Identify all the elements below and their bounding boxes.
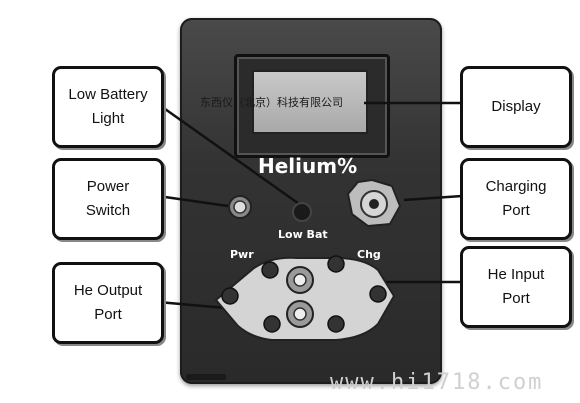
plate-screw bbox=[327, 315, 345, 333]
callout-line: Low Battery bbox=[68, 86, 148, 103]
callout-line: Power bbox=[86, 178, 130, 195]
callout-line: Port bbox=[502, 202, 530, 219]
pwr-label: Pwr bbox=[230, 248, 254, 261]
callout-line: He Output bbox=[73, 282, 143, 299]
low-battery-light bbox=[292, 202, 312, 222]
plate-screw bbox=[263, 315, 281, 333]
callout-charging-port: Charging Port bbox=[460, 158, 572, 240]
he-output-port bbox=[286, 300, 314, 328]
low-bat-label: Low Bat bbox=[278, 228, 328, 241]
callout-line: Port bbox=[502, 290, 530, 307]
plate-screw bbox=[261, 261, 279, 279]
callout-line: He Input bbox=[487, 266, 545, 283]
plate-screw bbox=[327, 255, 345, 273]
plate-screw bbox=[369, 285, 387, 303]
callout-line: Switch bbox=[85, 202, 131, 219]
callout-line: Port bbox=[94, 306, 122, 323]
leader-power-switch bbox=[157, 194, 229, 208]
callout-low-battery-light: Low Battery Light bbox=[52, 66, 164, 148]
callout-display: Display bbox=[460, 66, 572, 148]
device-foot bbox=[186, 374, 226, 380]
callout-line: Display bbox=[491, 98, 541, 115]
plate-screw bbox=[221, 287, 239, 305]
device-brand-label: Helium% bbox=[258, 154, 358, 178]
charging-port bbox=[346, 178, 402, 228]
callout-line: Charging bbox=[485, 178, 547, 195]
power-switch-knob bbox=[228, 195, 252, 219]
company-overlay-text: 东西仪（北京）科技有限公司 bbox=[200, 96, 343, 109]
he-input-port bbox=[286, 266, 314, 294]
site-watermark: www.hi1718.com bbox=[330, 370, 544, 395]
callout-he-input-port: He Input Port bbox=[460, 246, 572, 328]
callout-he-output-port: He Output Port bbox=[52, 262, 164, 344]
lcd-display bbox=[252, 70, 368, 134]
callout-line: Light bbox=[91, 110, 125, 127]
chg-label: Chg bbox=[357, 248, 381, 261]
port-plate bbox=[214, 255, 396, 341]
leader-charging bbox=[403, 194, 463, 202]
leader-low-battery bbox=[157, 102, 303, 208]
callout-power-switch: Power Switch bbox=[52, 158, 164, 240]
